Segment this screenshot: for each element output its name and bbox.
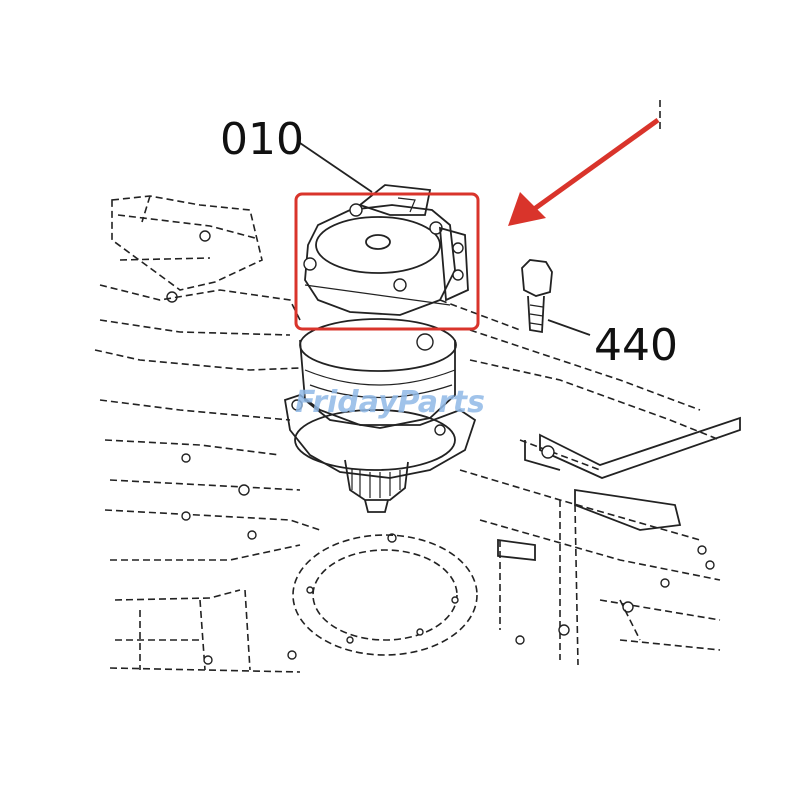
- leader-line-010: [299, 142, 373, 193]
- watermark-text: FridayParts: [295, 385, 485, 420]
- part-label-010: 010: [220, 114, 304, 165]
- swing-motor-assembly: [283, 184, 477, 513]
- highlight-arrow: [508, 117, 660, 226]
- highlight-box: [294, 192, 480, 331]
- leader-line-440: [547, 319, 591, 336]
- part-label-440: 440: [594, 320, 678, 371]
- chassis-frame: [94, 100, 741, 673]
- swing-bearing-ring: [292, 534, 478, 656]
- bolt-440: [521, 259, 553, 334]
